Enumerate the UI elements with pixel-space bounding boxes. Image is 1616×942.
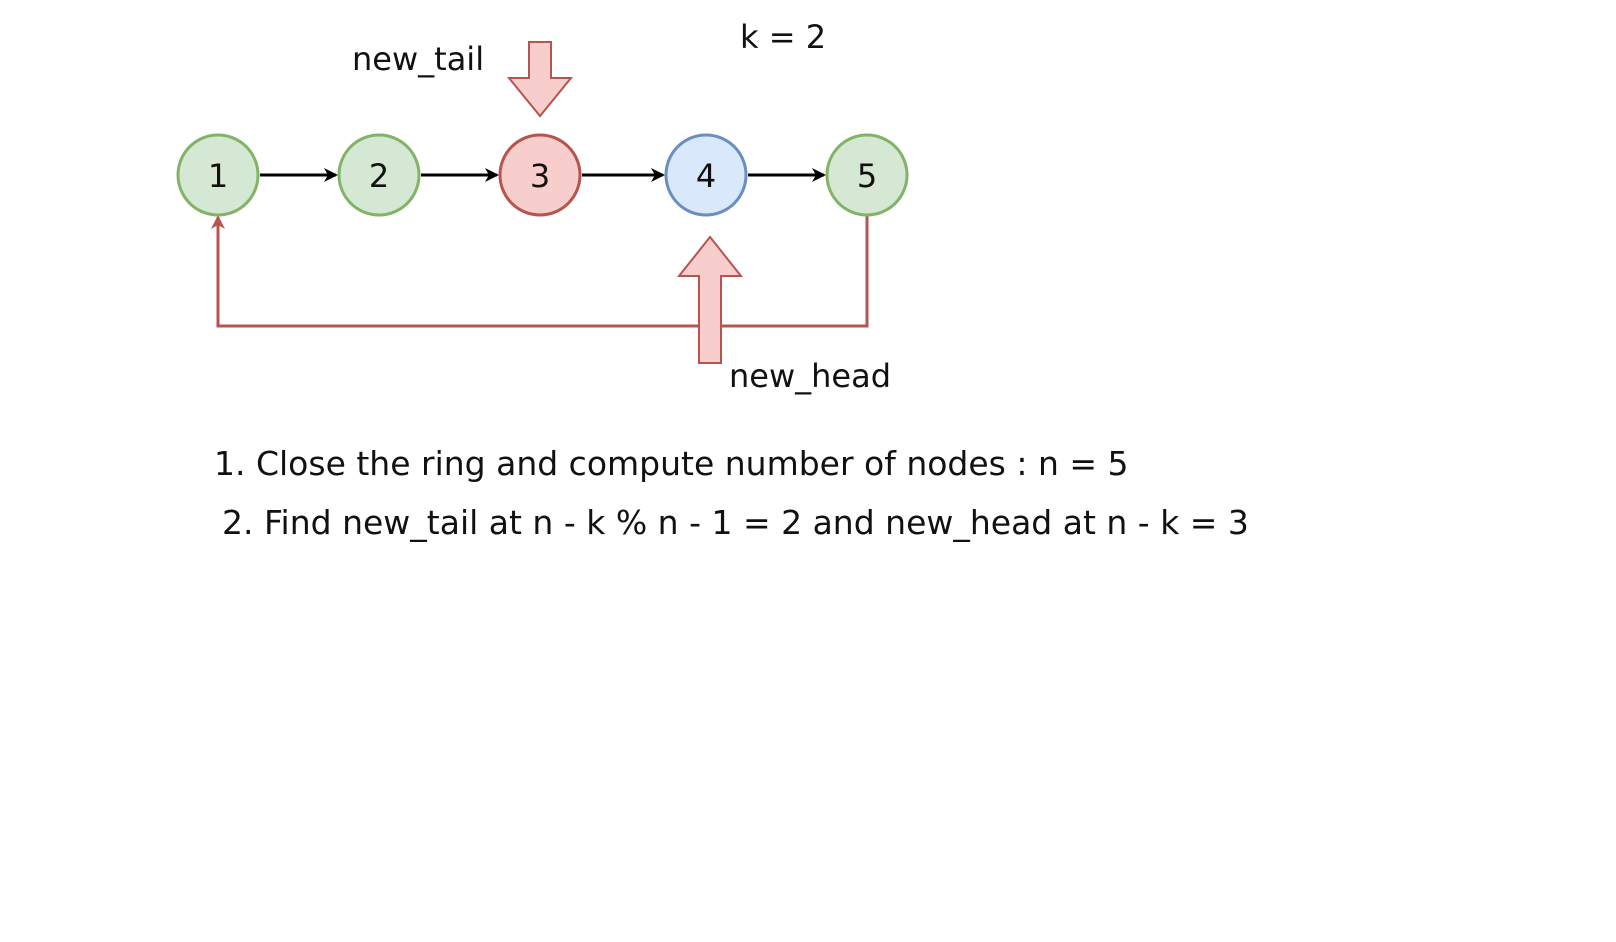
new-tail-pointer-arrow [506, 41, 574, 118]
list-nodes: 1 2 3 4 5 [176, 133, 909, 217]
node-label-5: 5 [857, 157, 877, 195]
node-label-1: 1 [208, 157, 228, 195]
node-3 [498, 133, 582, 217]
node-2 [337, 133, 421, 217]
k-value-label: k = 2 [740, 18, 826, 56]
node-label-4: 4 [696, 157, 716, 195]
new-head-label: new_head [729, 357, 891, 395]
step-2-text: 2. Find new_tail at n - k % n - 1 = 2 an… [222, 503, 1249, 542]
node-4 [664, 133, 748, 217]
node-1 [176, 133, 260, 217]
node-label-3: 3 [530, 157, 550, 195]
step-1-text: 1. Close the ring and compute number of … [214, 444, 1129, 483]
new-tail-label: new_tail [352, 40, 484, 78]
new-head-pointer-arrow [676, 235, 744, 364]
ring-link-arrow [211, 215, 869, 328]
node-5 [825, 133, 909, 217]
node-label-2: 2 [369, 157, 389, 195]
